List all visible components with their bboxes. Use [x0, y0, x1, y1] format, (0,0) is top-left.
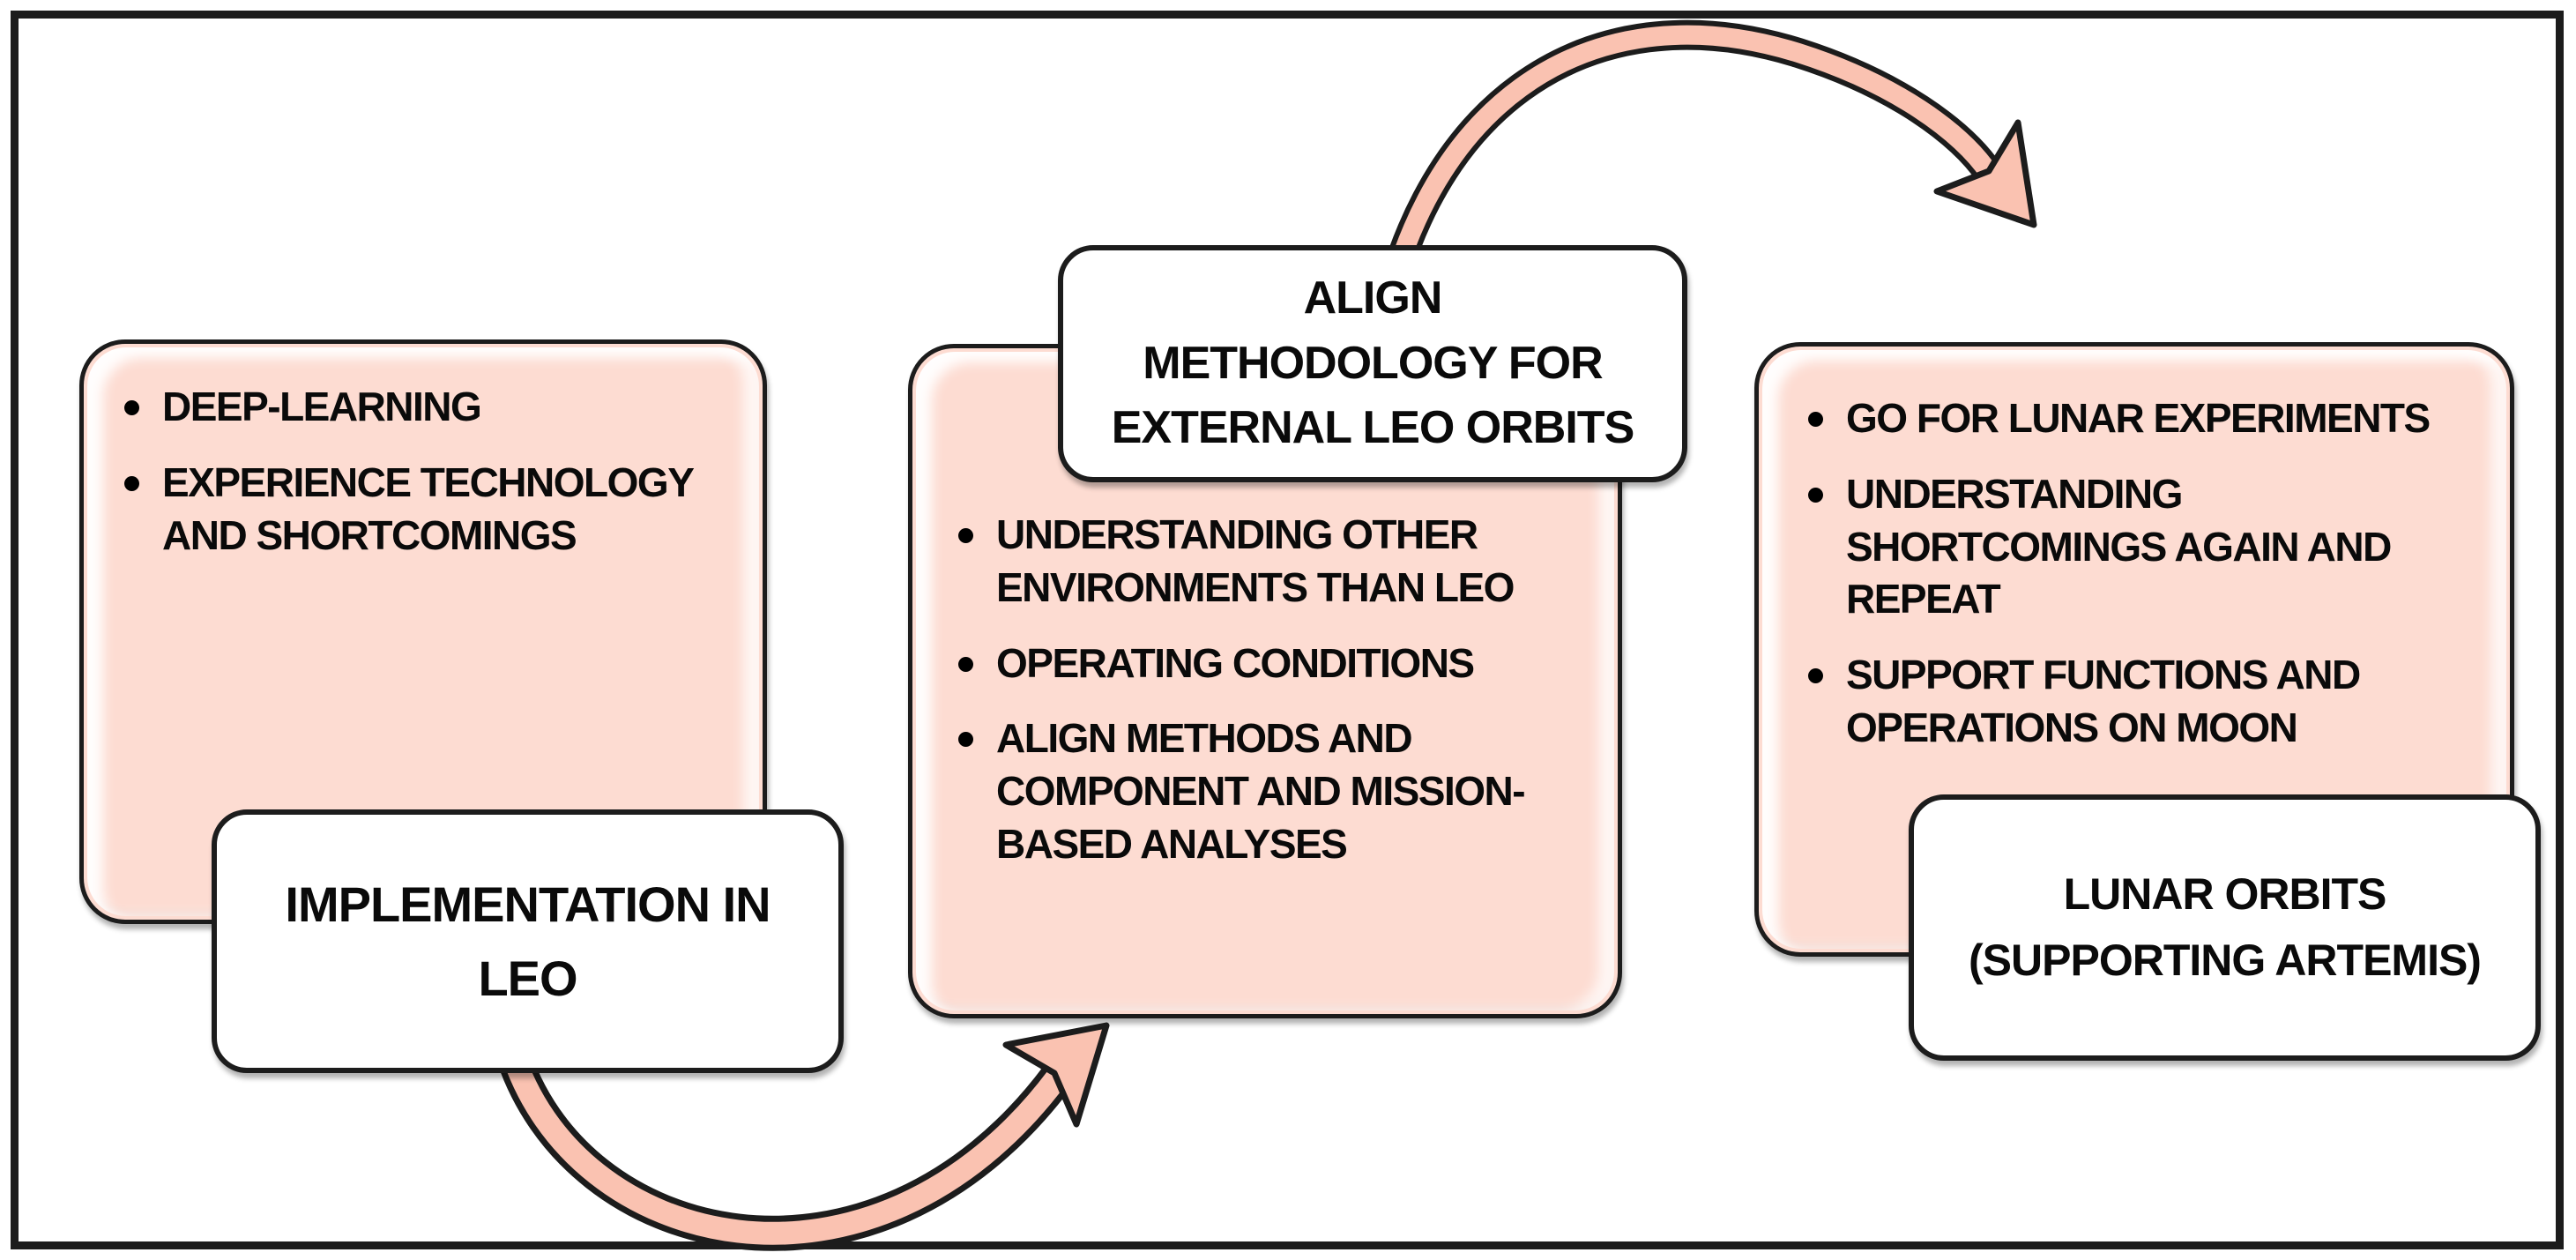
bullet-list-leo: DEEP-LEARNING EXPERIENCE TECHNOLOGY AND …: [84, 344, 763, 562]
label-align-methodology-external-leo-orbits: ALIGN METHODOLOGY FOR EXTERNAL LEO ORBIT…: [1058, 245, 1687, 482]
diagram-frame-border: [11, 11, 2564, 1249]
bullet-text: ALIGN METHODS AND COMPONENT AND MISSION-…: [996, 715, 1526, 867]
bullet-dot-icon: [124, 400, 139, 415]
list-item: DEEP-LEARNING: [124, 381, 750, 434]
label-line: EXTERNAL LEO ORBITS: [1111, 402, 1635, 454]
bullet-dot-icon: [124, 475, 139, 491]
list-item: SUPPORT FUNCTIONS AND OPERATIONS ON MOON: [1808, 649, 2492, 755]
list-item: OPERATING CONDITIONS: [958, 637, 1605, 690]
label-line: LUNAR ORBITS: [2063, 869, 2387, 919]
label-lunar-orbits-supporting-artemis: LUNAR ORBITS (SUPPORTING ARTEMIS): [1909, 794, 2541, 1061]
bullet-text: OPERATING CONDITIONS: [996, 639, 1475, 686]
bullet-dot-icon: [958, 528, 973, 543]
label-line: METHODOLOGY FOR: [1143, 337, 1603, 389]
bullet-dot-icon: [1808, 668, 1823, 684]
label-line: ALIGN: [1303, 272, 1443, 324]
list-item: ALIGN METHODS AND COMPONENT AND MISSION-…: [958, 712, 1605, 870]
list-item: UNDERSTANDING SHORTCOMINGS AGAIN AND REP…: [1808, 468, 2492, 626]
bullet-dot-icon: [958, 732, 973, 748]
bullet-text: GO FOR LUNAR EXPERIMENTS: [1846, 395, 2431, 441]
bullet-text: UNDERSTANDING SHORTCOMINGS AGAIN AND REP…: [1846, 470, 2392, 623]
list-item: EXPERIENCE TECHNOLOGY AND SHORTCOMINGS: [124, 457, 750, 563]
label-line: (SUPPORTING ARTEMIS): [1969, 936, 2482, 985]
label-line: IMPLEMENTATION IN: [285, 876, 771, 932]
label-implementation-in-leo: IMPLEMENTATION IN LEO: [212, 809, 844, 1073]
bullet-text: UNDERSTANDING OTHER ENVIRONMENTS THAN LE…: [996, 511, 1515, 610]
bullet-list-external-leo: UNDERSTANDING OTHER ENVIRONMENTS THAN LE…: [912, 348, 1618, 871]
bullet-dot-icon: [1808, 487, 1823, 503]
label-line: LEO: [478, 950, 577, 1006]
bullet-text: SUPPORT FUNCTIONS AND OPERATIONS ON MOON: [1846, 652, 2361, 750]
bullet-list-lunar: GO FOR LUNAR EXPERIMENTS UNDERSTANDING S…: [1759, 347, 2510, 755]
list-item: GO FOR LUNAR EXPERIMENTS: [1808, 392, 2492, 445]
bullet-text: EXPERIENCE TECHNOLOGY AND SHORTCOMINGS: [162, 459, 694, 558]
list-item: UNDERSTANDING OTHER ENVIRONMENTS THAN LE…: [958, 509, 1605, 615]
bullet-dot-icon: [958, 656, 973, 672]
bullet-dot-icon: [1808, 412, 1823, 427]
bullet-text: DEEP-LEARNING: [162, 384, 482, 429]
